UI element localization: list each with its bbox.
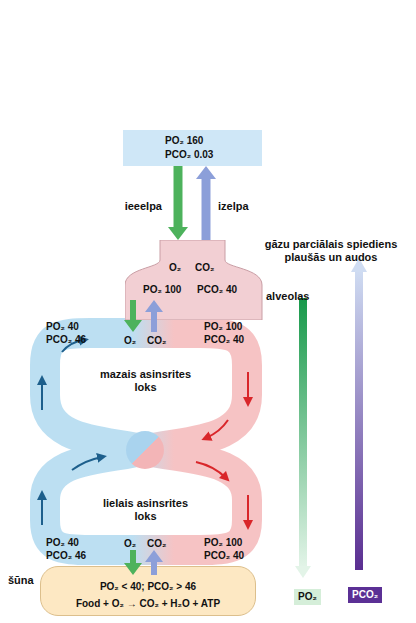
flow-arrow xyxy=(247,495,249,525)
gas-name: CO₂ xyxy=(195,262,214,274)
flow-arrow xyxy=(72,457,102,470)
gas-name: CO₂ xyxy=(147,538,166,550)
air-box: PO₂ 160PCO₂ 0.03 xyxy=(123,130,262,166)
circuit-name: lielais asinsrites loks xyxy=(98,497,193,523)
pressure-value: PCO₂ 40 xyxy=(204,334,244,346)
value-text: PCO₂ 0.03 xyxy=(165,149,213,161)
circuit-name: mazais asinsrites loks xyxy=(98,368,193,394)
gas-name: O₂ xyxy=(169,262,181,274)
value-text: PO₂ 100 xyxy=(143,284,181,296)
value-text: PCO₂ 40 xyxy=(197,284,237,296)
pressure-value: PO₂ 40 xyxy=(46,321,79,333)
axis-title: gāzu parciālais spiediens plaušās un aud… xyxy=(256,238,406,264)
equation-text: Food + O₂ → CO₂ + H₂O + ATP xyxy=(41,598,255,610)
pressure-value: PO₂ 40 xyxy=(46,537,79,549)
value-text: PO₂ < 40; PCO₂ > 46 xyxy=(41,581,255,593)
gas-name: O₂ xyxy=(124,335,136,347)
arrow-shaft xyxy=(174,166,183,228)
structure-label: šūna xyxy=(8,574,34,586)
flow-arrow xyxy=(41,380,43,410)
alveolus-outline xyxy=(125,240,262,320)
po2-gradient-head xyxy=(295,566,311,578)
pressure-value: PCO₂ 46 xyxy=(46,334,86,346)
breath-label: izelpa xyxy=(218,200,278,213)
arrow-shaft xyxy=(202,178,211,240)
co2-diffusion-arrow xyxy=(145,300,163,332)
flow-arrow xyxy=(41,495,43,525)
po2-gradient-bar xyxy=(299,298,307,568)
gas-name: CO₂ xyxy=(147,335,166,347)
arrow-head xyxy=(196,166,216,179)
co2-diffusion-arrow xyxy=(145,550,163,575)
value-text: PO₂ 160 xyxy=(165,135,203,147)
arrow-head xyxy=(168,227,188,240)
bar-label: PO₂ xyxy=(294,589,321,605)
flow-arrow xyxy=(206,420,228,438)
breath-label: ieeelpa xyxy=(104,200,162,213)
cell-box: PO₂ < 40; PCO₂ > 46 Food + O₂ → CO₂ + H₂O… xyxy=(40,566,256,616)
structure-label: alveolas xyxy=(266,290,309,302)
pressure-value: PCO₂ 46 xyxy=(46,550,86,562)
bar-label: PCO₂ xyxy=(348,587,382,603)
pressure-value: PO₂ 100 xyxy=(204,321,242,333)
pressure-value: PO₂ 100 xyxy=(204,537,242,549)
flow-arrow xyxy=(247,372,249,402)
o2-diffusion-arrow xyxy=(124,300,142,332)
gas-flow-arrow xyxy=(168,166,188,240)
pressure-value: PCO₂ 40 xyxy=(204,550,244,562)
alveolus-outline xyxy=(125,240,263,320)
pco2-gradient-bar xyxy=(355,270,363,570)
gas-flow-arrow xyxy=(196,166,216,240)
gas-name: O₂ xyxy=(124,538,136,550)
flow-arrow xyxy=(196,462,226,478)
heart-crossing xyxy=(126,431,164,469)
alveolus-shape: O₂ CO₂ PO₂ 100 PCO₂ 40 xyxy=(125,240,263,320)
o2-diffusion-arrow xyxy=(124,550,142,575)
